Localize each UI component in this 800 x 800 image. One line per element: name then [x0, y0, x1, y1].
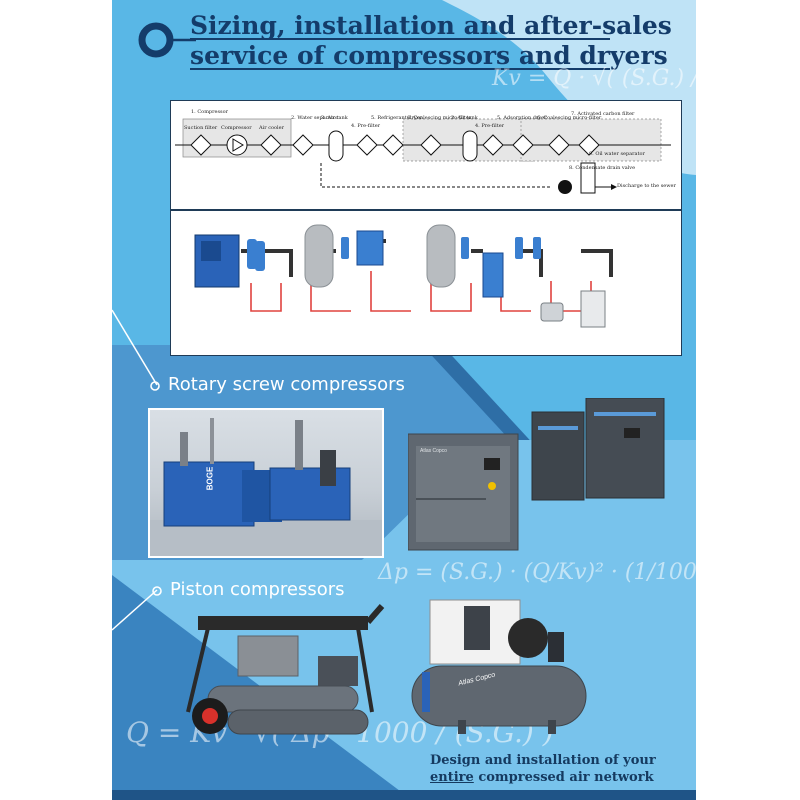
- atlas-copco-label-rotary: Atlas Copco: [420, 448, 447, 454]
- label-condensate-drain: 8. Condensate drain valve: [569, 165, 636, 171]
- title-underline-1: [190, 38, 610, 40]
- section-title-piston: Piston compressors: [170, 579, 345, 600]
- bottom-bar: [112, 790, 696, 800]
- piston-bullet-icon: [152, 586, 162, 596]
- label-adsorption-dryer: 5. Adsorption dryer: [497, 115, 547, 121]
- label-activated-carbon: 7. Activated carbon filter: [571, 111, 635, 117]
- connector-line-top: [112, 309, 158, 386]
- boge-logo-text: BOGE: [205, 466, 215, 491]
- condensate-unit-icon: [540, 302, 564, 322]
- section-title-rotary: Rotary screw compressors: [168, 374, 405, 395]
- footer-line2-rest: compressed air network: [473, 770, 654, 785]
- schematic-flow: [175, 118, 671, 194]
- label-prefilter-2: 4. Pre-filter: [475, 123, 505, 129]
- label-coalescing-1: 6. Coalescing micro-filter: [407, 115, 472, 121]
- footer-tagline: Design and installation of your entire c…: [430, 752, 656, 786]
- label-compressor: 1. Compressor: [191, 109, 229, 115]
- page-title-line2: service of compressors and dryers: [190, 41, 668, 70]
- label-suction-filter: Suction filter: [184, 125, 218, 131]
- title-block: Sizing, installation and after-sales ser…: [112, 0, 696, 80]
- page-title-line1: Sizing, installation and after-sales: [190, 11, 672, 40]
- atlas-rotary-units: [408, 398, 665, 551]
- formula-kv: Kv = Q · √( (S.G.) / Δp · 1000 ): [492, 66, 696, 91]
- equipment-illustration: [194, 224, 613, 328]
- footer-line1: Design and installation of your: [430, 753, 656, 768]
- label-air-cooler: Air cooler: [259, 125, 284, 131]
- connector-line-mid: [112, 589, 158, 631]
- title-underline-2: [190, 68, 610, 70]
- air-tank-icon-1: [304, 224, 334, 288]
- portable-piston-compressor: [186, 604, 385, 735]
- rotary-bullet-icon: [150, 381, 160, 391]
- refrigerant-dryer-icon: [356, 230, 384, 266]
- label-discharge: Discharge to the sewer: [617, 183, 676, 189]
- boge-photo: BOGE: [148, 408, 384, 558]
- process-diagram: 1. Compressor Suction filter Compressor …: [170, 100, 682, 356]
- label-oil-water-separator: 9. Oil water separator: [589, 151, 645, 157]
- oil-water-separator-icon: [580, 290, 606, 328]
- label-coalescing-2: 6. Coalescing micro-filter: [537, 115, 602, 121]
- label-compressor-unit: Compressor: [221, 125, 252, 131]
- footer-emphasis-word: entire: [430, 770, 474, 785]
- adsorption-dryer-icon: [482, 252, 504, 298]
- label-air-tank-2: 3. Air tank: [451, 115, 478, 121]
- label-prefilter-1: 4. Pre-filter: [351, 123, 381, 129]
- ring-bullet-icon: [138, 22, 196, 58]
- stationary-piston-compressor: [411, 599, 587, 734]
- brochure-page: Sizing, installation and after-sales ser…: [112, 0, 696, 800]
- label-water-separator: 2. Water separator: [291, 115, 339, 121]
- label-refrigerant-dryer: 5. Refrigerant dryer: [371, 115, 423, 121]
- footer-line2: entire compressed air network: [430, 769, 656, 786]
- diagram-divider: [171, 209, 681, 211]
- label-air-tank-1: 3. Air tank: [321, 115, 348, 121]
- formula-dp: Δp = (S.G.) · (Q/Kv)² · (1/1000): [378, 560, 696, 585]
- air-tank-icon-2: [426, 224, 456, 288]
